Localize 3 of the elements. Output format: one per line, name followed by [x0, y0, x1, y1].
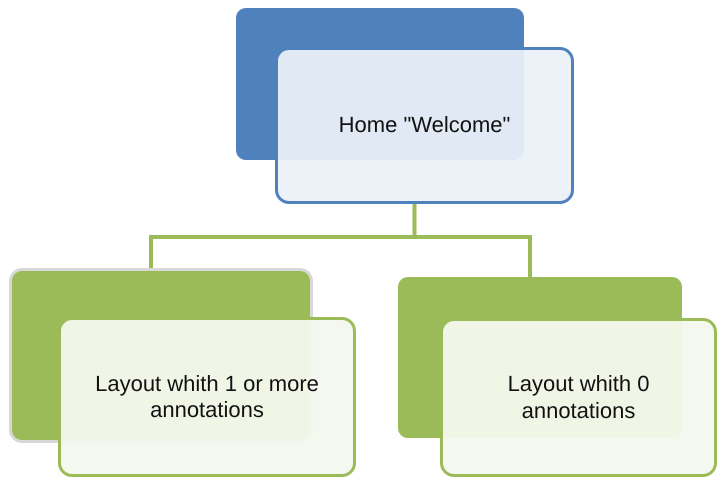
- node-label: Home "Welcome": [338, 112, 510, 139]
- node-label: Layout whith 0 annotations: [506, 371, 650, 424]
- node-label: Layout whith 1 or more annotations: [94, 370, 320, 424]
